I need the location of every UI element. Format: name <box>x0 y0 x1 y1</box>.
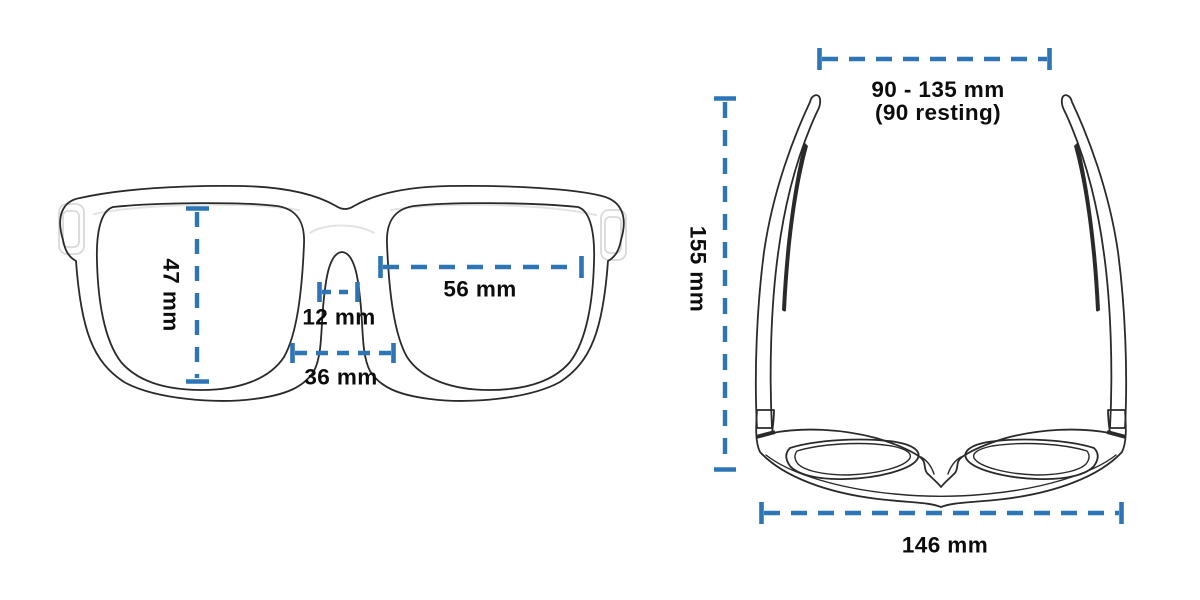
temple-right <box>1060 94 1128 429</box>
nose-pad-left <box>920 456 935 475</box>
hinge-left <box>58 203 85 255</box>
label-temple-spread-resting: (90 resting) <box>874 100 1002 125</box>
temple-left-edge-shade <box>782 142 808 312</box>
top-lens-right <box>964 438 1099 480</box>
label-temple-length: 155 mm <box>685 225 711 313</box>
front-lens-left <box>95 202 305 391</box>
nose-pad-right <box>947 456 962 475</box>
measure-lens-width <box>378 256 584 278</box>
label-lens-gap: 36 mm <box>304 364 378 390</box>
sunglasses-front-view <box>58 184 627 402</box>
label-lens-height: 47 mm <box>158 258 184 332</box>
top-lens-left <box>785 438 920 480</box>
top-frame-inner-rim <box>765 454 1117 497</box>
front-lens-right <box>386 202 596 391</box>
hinge-right <box>600 209 627 261</box>
label-lens-width: 56 mm <box>443 276 517 302</box>
label-frame-width: 146 mm <box>901 532 989 558</box>
top-lens-left-inner <box>794 442 912 476</box>
label-temple-spread: 90 - 135 mm (90 resting) <box>871 78 1004 124</box>
label-bridge-width: 12 mm <box>302 304 376 330</box>
brow-bevel-left <box>93 203 300 215</box>
measure-temple-spread <box>817 48 1052 70</box>
sunglasses-top-view <box>754 94 1128 508</box>
measure-bridge-width <box>317 282 360 302</box>
bridge-bevel <box>309 224 375 234</box>
measurement-lines <box>186 48 1124 524</box>
front-frame-outline <box>59 184 625 402</box>
temple-right-edge-shade <box>1074 142 1100 312</box>
label-temple-spread-range: 90 - 135 mm <box>871 77 1005 102</box>
measure-lens-height <box>186 206 209 384</box>
temple-left <box>754 94 822 429</box>
measure-frame-width <box>759 502 1124 524</box>
top-frame-outline <box>755 409 1127 508</box>
measure-lens-gap <box>290 343 396 363</box>
top-hinge-mark-left <box>755 430 776 439</box>
top-hinge-mark-right <box>1106 430 1127 439</box>
brow-bevel-right <box>390 203 597 216</box>
measure-temple-length <box>714 96 736 472</box>
top-lens-right-inner <box>972 442 1090 476</box>
